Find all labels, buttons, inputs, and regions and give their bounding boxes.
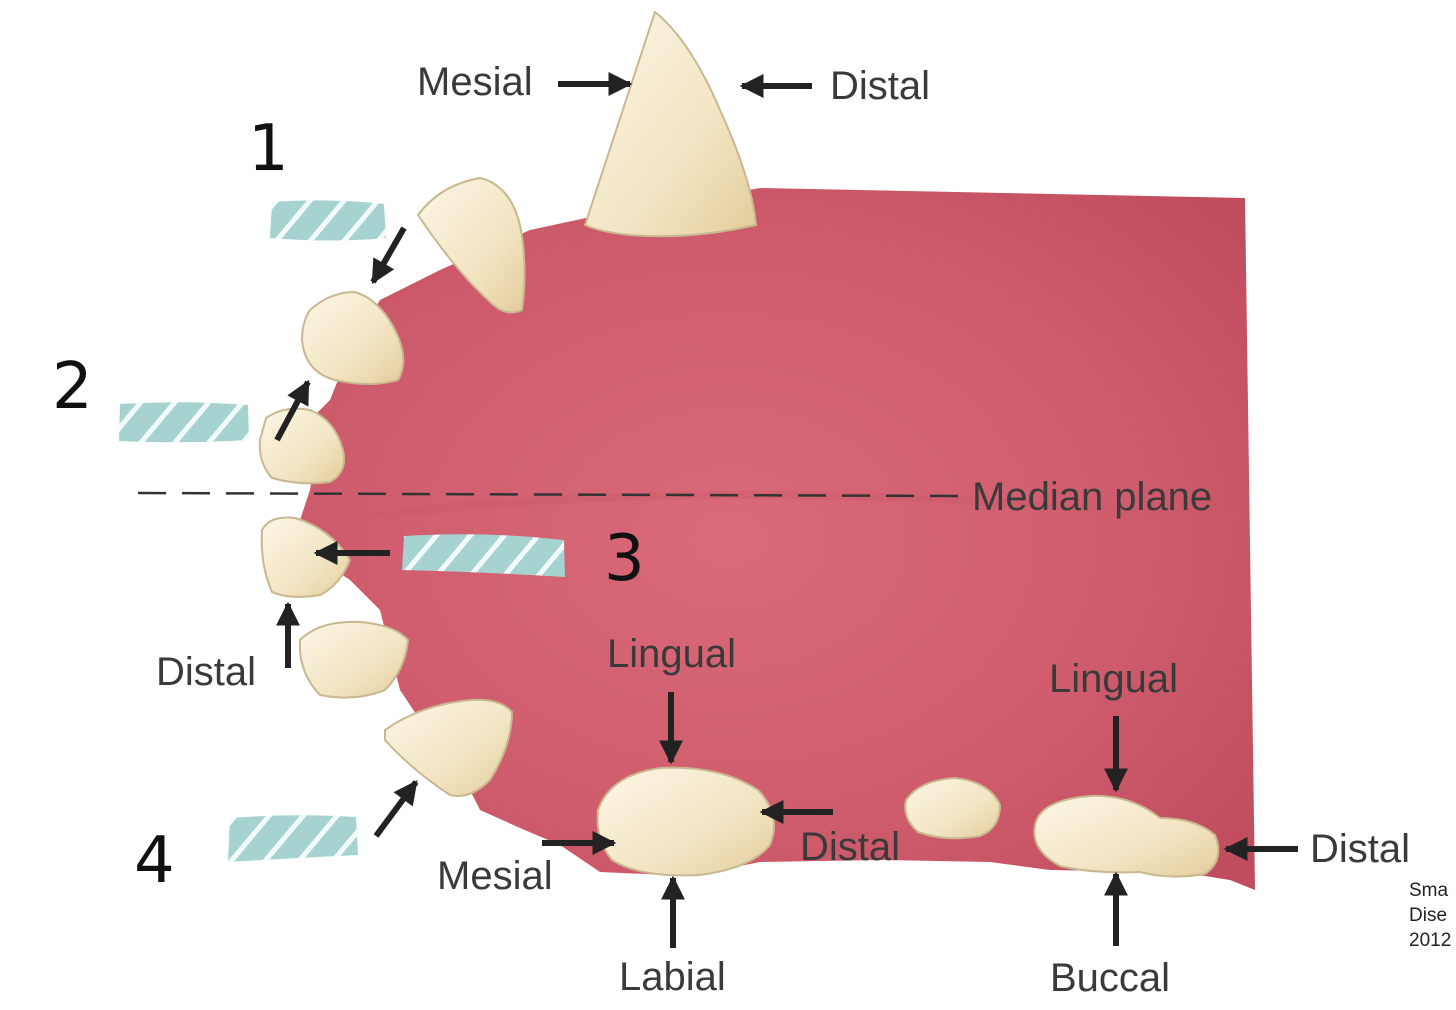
handwritten-number-4: 4 — [134, 824, 175, 898]
handwritten-number-2: 2 — [52, 350, 93, 424]
label-molar-distal: Distal — [1310, 827, 1410, 871]
label-median-plane: Median plane — [972, 475, 1212, 519]
upper-incisor-2 — [300, 290, 405, 385]
lower-incisor-1 — [260, 516, 352, 598]
molar-tooth — [1033, 794, 1220, 878]
upper-incisor-3 — [416, 176, 526, 314]
median-plane-line — [137, 491, 961, 498]
redacted-label-2 — [119, 402, 249, 443]
label-molar-lingual: Lingual — [1049, 657, 1178, 701]
label-molar-buccal: Buccal — [1050, 956, 1170, 1000]
lower-incisor-3 — [384, 698, 514, 797]
arrow-label-4 — [373, 780, 419, 838]
arrow-label-1 — [370, 226, 407, 285]
citation-line-3: 2012 — [1409, 930, 1452, 951]
label-premolar-distal: Distal — [800, 825, 900, 869]
label-premolar-lingual: Lingual — [607, 632, 736, 676]
lower-incisor-2 — [298, 620, 410, 699]
citation-text: Sma Dise 2012 — [1409, 878, 1456, 953]
redacted-label-1 — [270, 200, 386, 241]
canine-tooth — [583, 10, 758, 238]
redacted-label-3 — [402, 534, 565, 577]
citation-line-1: Sma — [1409, 880, 1449, 901]
handwritten-number-3: 3 — [604, 522, 645, 596]
label-premolar-mesial: Mesial — [437, 854, 553, 898]
label-premolar-labial: Labial — [619, 955, 726, 999]
label-canine-distal: Distal — [830, 64, 930, 108]
arrows — [274, 72, 1298, 948]
handwritten-number-1: 1 — [248, 112, 289, 186]
premolar-tooth — [596, 766, 775, 877]
label-canine-mesial: Mesial — [417, 60, 533, 104]
arrow-label-2 — [274, 379, 311, 442]
label-incisor-distal: Distal — [156, 650, 256, 694]
citation-line-2: Dise — [1409, 905, 1448, 926]
gum-palate — [300, 188, 1255, 890]
small-premolar-tooth — [904, 776, 1002, 840]
redacted-label-4 — [228, 815, 358, 862]
